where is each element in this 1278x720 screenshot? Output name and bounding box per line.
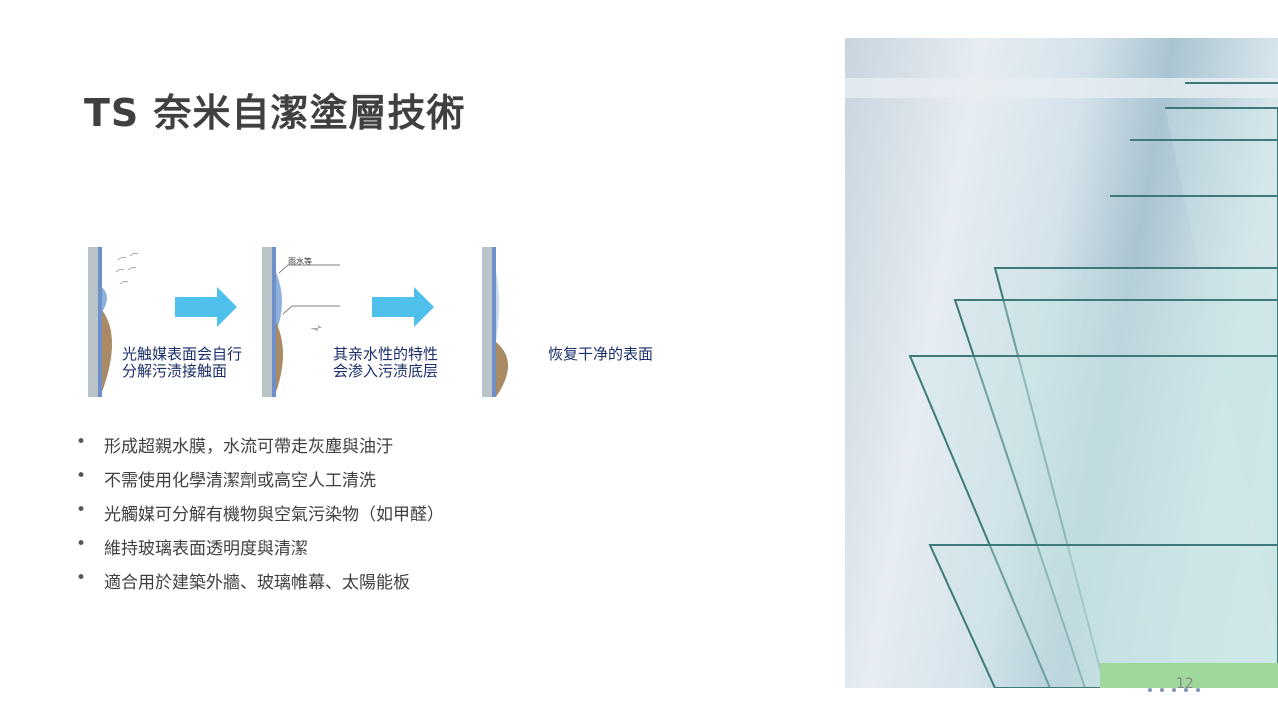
diagram-graphics <box>88 247 530 397</box>
list-item: •光觸媒可分解有機物與空氣污染物（如甲醛） <box>76 500 444 525</box>
step2-caption: 其亲水性的特性会渗入污渍底层 <box>333 345 439 380</box>
arrow-icon <box>372 287 434 327</box>
steam-icon <box>115 252 139 285</box>
slide-title: TS 奈米自潔塗層技術 <box>84 91 466 135</box>
list-item: •形成超親水膜，水流可帶走灰塵與油汙 <box>76 432 393 457</box>
glass-panes-image <box>845 78 1278 688</box>
page-number: 12 <box>1176 676 1194 692</box>
glass-panes-photo <box>845 38 1278 688</box>
step1-caption: 光触媒表面会自行分解污渍接触面 <box>122 345 243 380</box>
dotted-arrows <box>310 325 530 378</box>
list-item: •不需使用化學清潔劑或高空人工清洗 <box>76 466 376 491</box>
list-item: •維持玻璃表面透明度與清潔 <box>76 534 308 559</box>
page-dots <box>1148 688 1200 692</box>
self-cleaning-diagram: 雨水等 光触媒表面会自行分解污渍接触面 其亲水性的特性会渗入污渍底层 恢复干净的… <box>70 242 680 398</box>
glass-panel-1 <box>88 247 112 397</box>
list-item: •適合用於建築外牆、玻璃帷幕、太陽能板 <box>76 568 410 593</box>
glass-panel-3 <box>482 247 508 397</box>
step3-caption: 恢复干净的表面 <box>548 345 654 363</box>
arrow-icon <box>175 287 237 327</box>
glass-panel-2 <box>262 247 340 397</box>
bullet-list: •形成超親水膜，水流可帶走灰塵與油汙 •不需使用化學清潔劑或高空人工清洗 •光觸… <box>76 432 444 602</box>
rain-label: 雨水等 <box>288 257 312 266</box>
